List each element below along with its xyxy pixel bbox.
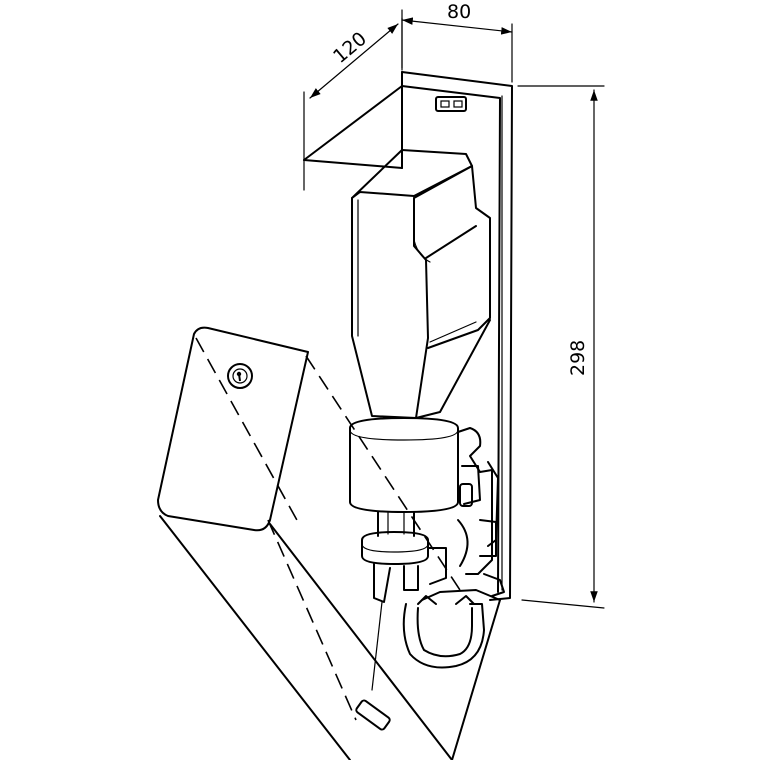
key-lock-icon bbox=[227, 363, 253, 389]
pump-assembly bbox=[349, 417, 505, 603]
soap-bottle bbox=[351, 149, 491, 419]
hanging-loop bbox=[402, 595, 485, 669]
dimension-height: 298 bbox=[517, 85, 605, 609]
dimension-width: 80 bbox=[401, 1, 513, 83]
mounting-slots bbox=[435, 96, 467, 112]
dimension-depth-label: 120 bbox=[329, 28, 371, 68]
dimension-width-label: 80 bbox=[447, 1, 471, 23]
actuator-housing bbox=[157, 326, 501, 760]
dimension-height-label: 298 bbox=[567, 340, 589, 376]
